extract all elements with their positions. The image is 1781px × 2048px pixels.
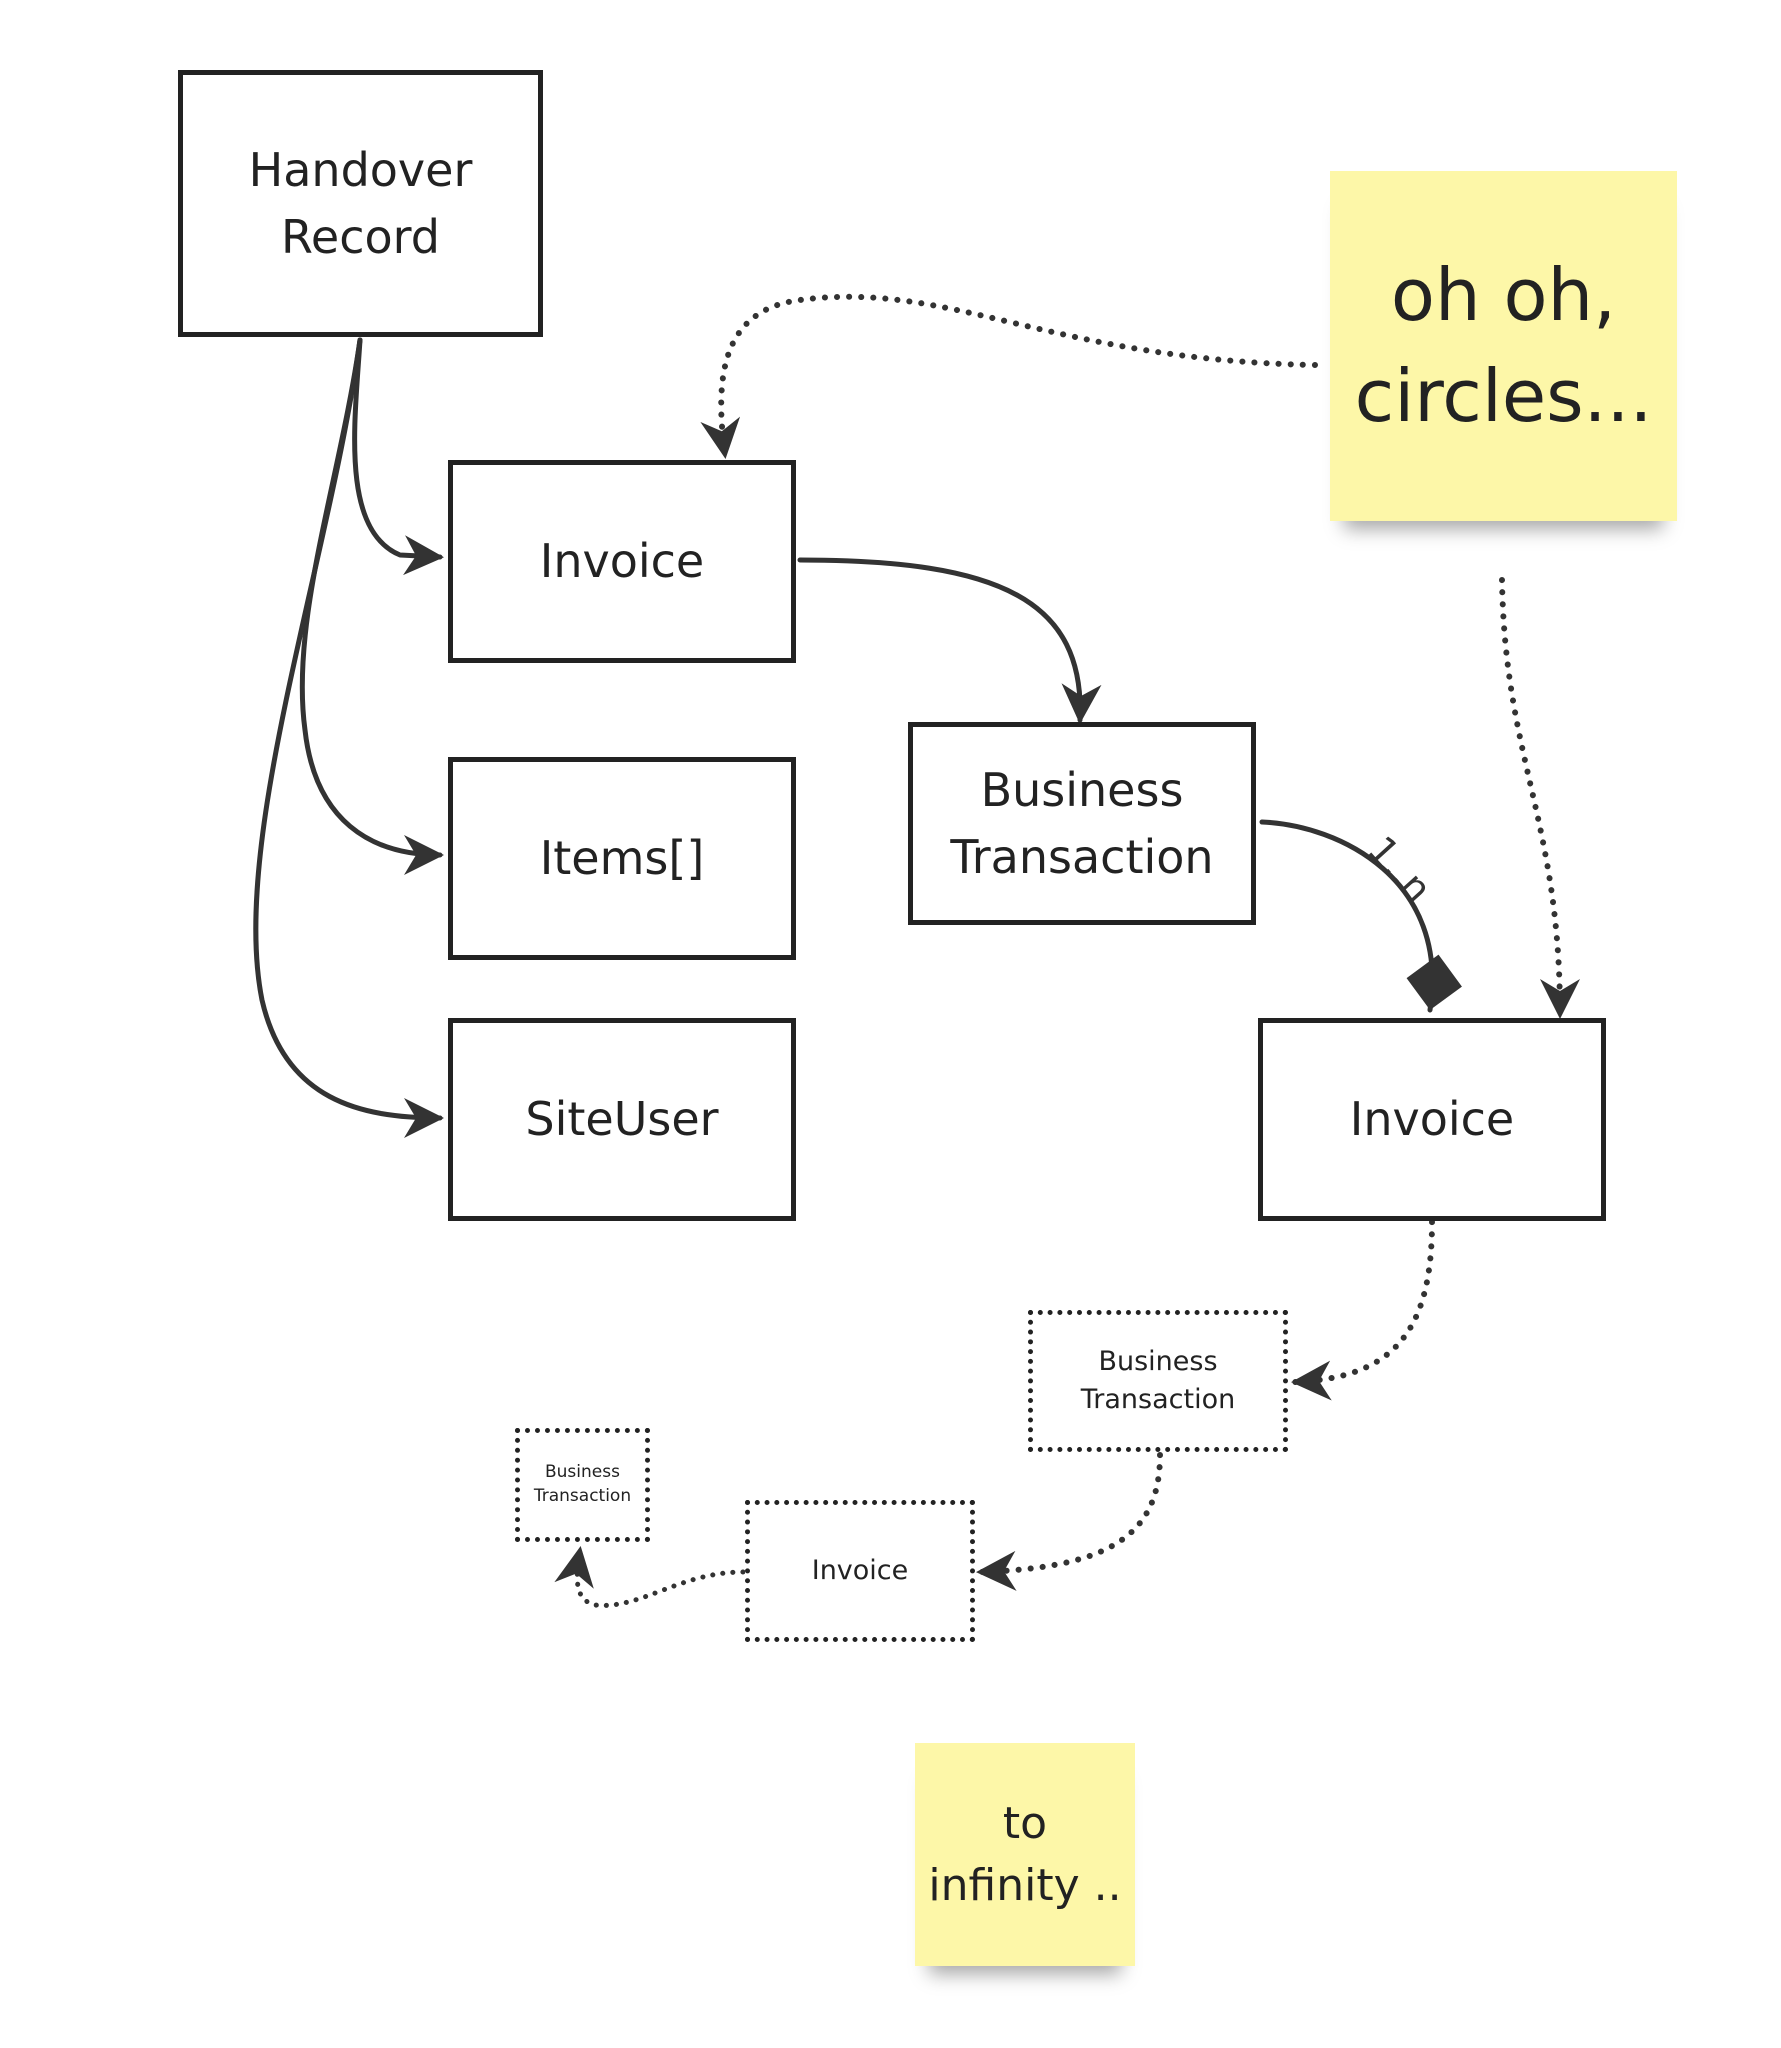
edge-invoice-level3-to-bt-level4	[554, 1546, 746, 1608]
sticky-note-circles[interactable]: oh oh, circles...	[1330, 171, 1677, 521]
business-transaction-node[interactable]: Business Transaction	[908, 722, 1256, 925]
items-node[interactable]: Items[]	[448, 757, 796, 960]
edge-invoice-second-to-bt-level2	[1291, 1219, 1435, 1401]
handover-record-node[interactable]: Handover Record	[178, 70, 543, 337]
multiplicity-label: 1..n	[1359, 828, 1440, 911]
invoice-second-node[interactable]: Invoice	[1258, 1018, 1606, 1221]
invoice-level3-node[interactable]: Invoice	[745, 1500, 975, 1642]
edge-handover-to-items	[299, 337, 444, 875]
edge-invoice-to-business-transaction	[797, 557, 1102, 724]
business-transaction-level2-node[interactable]: Business Transaction	[1028, 1310, 1288, 1452]
business-transaction-level4-node[interactable]: Business Transaction	[515, 1428, 650, 1542]
edge-business-transaction-to-invoice-composition	[1259, 819, 1462, 1013]
edge-handover-to-invoice	[352, 337, 444, 576]
site-user-node[interactable]: SiteUser	[448, 1018, 796, 1221]
edge-note-to-invoice-main	[700, 293, 1318, 459]
edge-handover-to-siteuser	[253, 337, 444, 1138]
sticky-note-infinity[interactable]: to infinity ..	[915, 1743, 1135, 1966]
edge-note-to-invoice-second	[1499, 577, 1580, 1019]
edge-bt-level2-to-invoice-level3	[976, 1452, 1163, 1591]
invoice-node[interactable]: Invoice	[448, 460, 796, 663]
